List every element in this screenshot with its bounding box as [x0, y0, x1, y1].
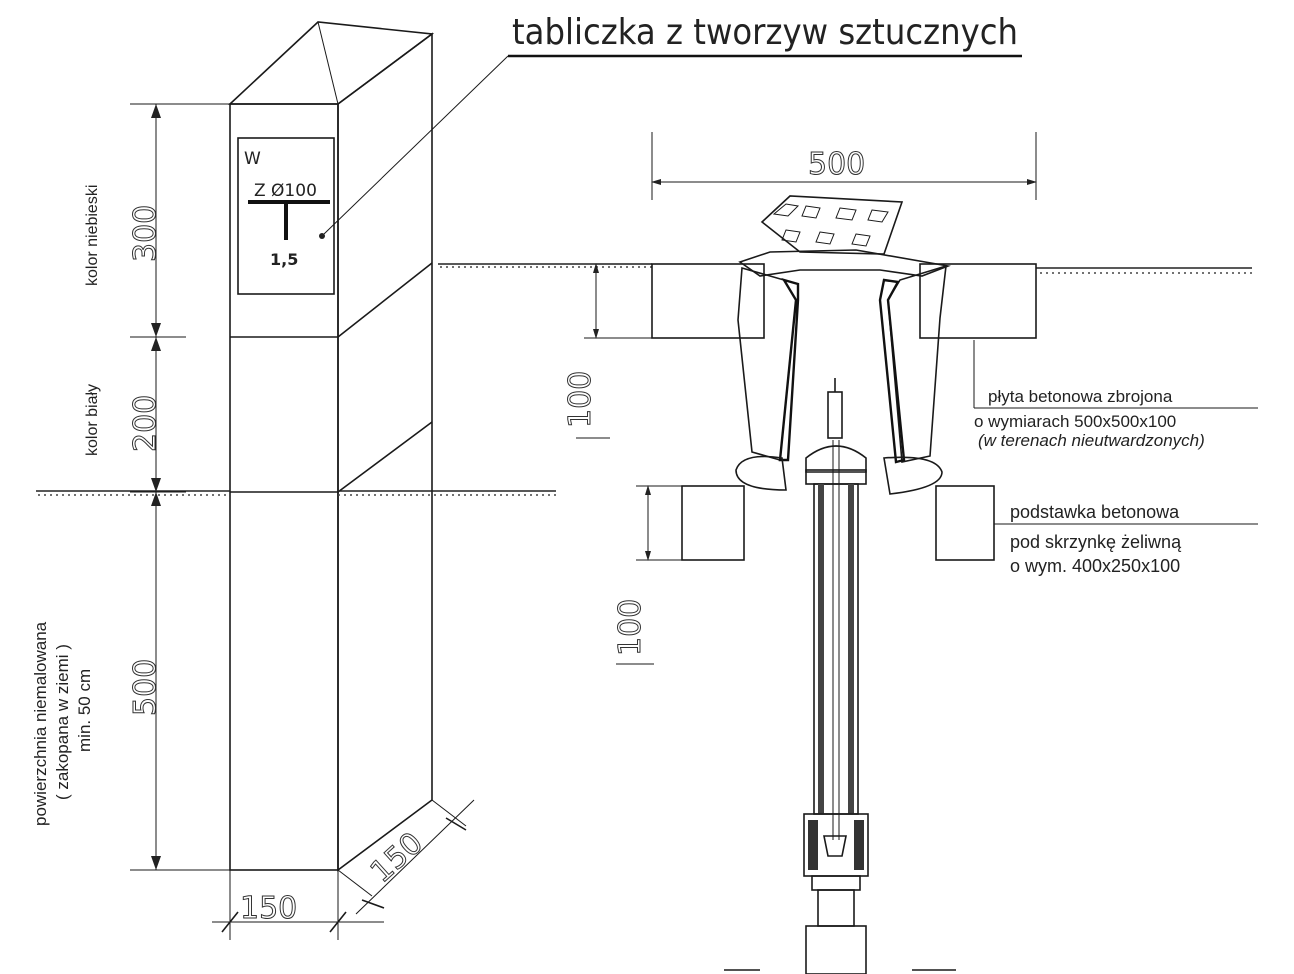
label-unpainted-2: ( zakopana w ziemi ) [53, 644, 72, 800]
drawing-title: tabliczka z tworzyw sztucznych [512, 12, 1018, 53]
slab-note-line-2: o wymiarach 500x500x100 [974, 412, 1176, 431]
concrete-slab: 100 [563, 263, 1037, 439]
label-blue: kolor niebieski [84, 185, 101, 286]
base-note-line-2: pod skrzynkę żeliwną [1010, 532, 1182, 552]
post-side-face [337, 32, 433, 872]
post-cap [227, 21, 435, 105]
dimension-100-base: 100 [613, 599, 648, 656]
label-unpainted-1: powierzchnia niemalowana [31, 621, 50, 826]
dimension-100-slab: 100 [563, 371, 598, 428]
valve-spindle [724, 378, 956, 974]
marker-post: W Z Ø100 1,5 [227, 21, 435, 872]
base-note-line-1: podstawka betonowa [1010, 502, 1180, 522]
post-dimensions: 300 200 500 kolor niebieski kolor biały … [31, 103, 230, 871]
dimension-200: 200 [128, 395, 163, 452]
cast-iron-box [735, 195, 951, 495]
plastic-plate [237, 137, 335, 295]
box-body-right [887, 264, 947, 463]
label-unpainted-3: min. 50 cm [75, 669, 94, 752]
title-leader [323, 55, 509, 235]
title-group: tabliczka z tworzyw sztucznych [319, 12, 1022, 239]
dimension-300: 300 [128, 205, 163, 262]
slab-note-line-1: płyta betonowa zbrojona [988, 387, 1173, 406]
slab-note: płyta betonowa zbrojona o wymiarach 500x… [973, 340, 1258, 450]
plate-value: 1,5 [270, 250, 298, 269]
dimension-150-depth: 150 [364, 826, 430, 890]
ground-left [36, 490, 556, 500]
leader-dot [319, 233, 325, 239]
top-dimension: 500 [651, 132, 1037, 200]
plate-code: Z Ø100 [254, 181, 317, 201]
label-white: kolor biały [84, 384, 101, 456]
base-note: podstawka betonowa pod skrzynkę żeliwną … [994, 502, 1258, 576]
concrete-base: 100 [613, 485, 995, 665]
slab-note-line-3: (w terenach nieutwardzonych) [978, 431, 1205, 450]
dimension-500-top: 500 [808, 147, 865, 182]
base-note-line-3: o wym. 400x250x100 [1010, 556, 1180, 576]
dimension-150-width: 150 [240, 891, 297, 926]
plate-letter: W [244, 149, 261, 169]
box-lid [760, 195, 904, 255]
box-body-left [737, 266, 797, 462]
dimension-500-post: 500 [128, 659, 163, 716]
